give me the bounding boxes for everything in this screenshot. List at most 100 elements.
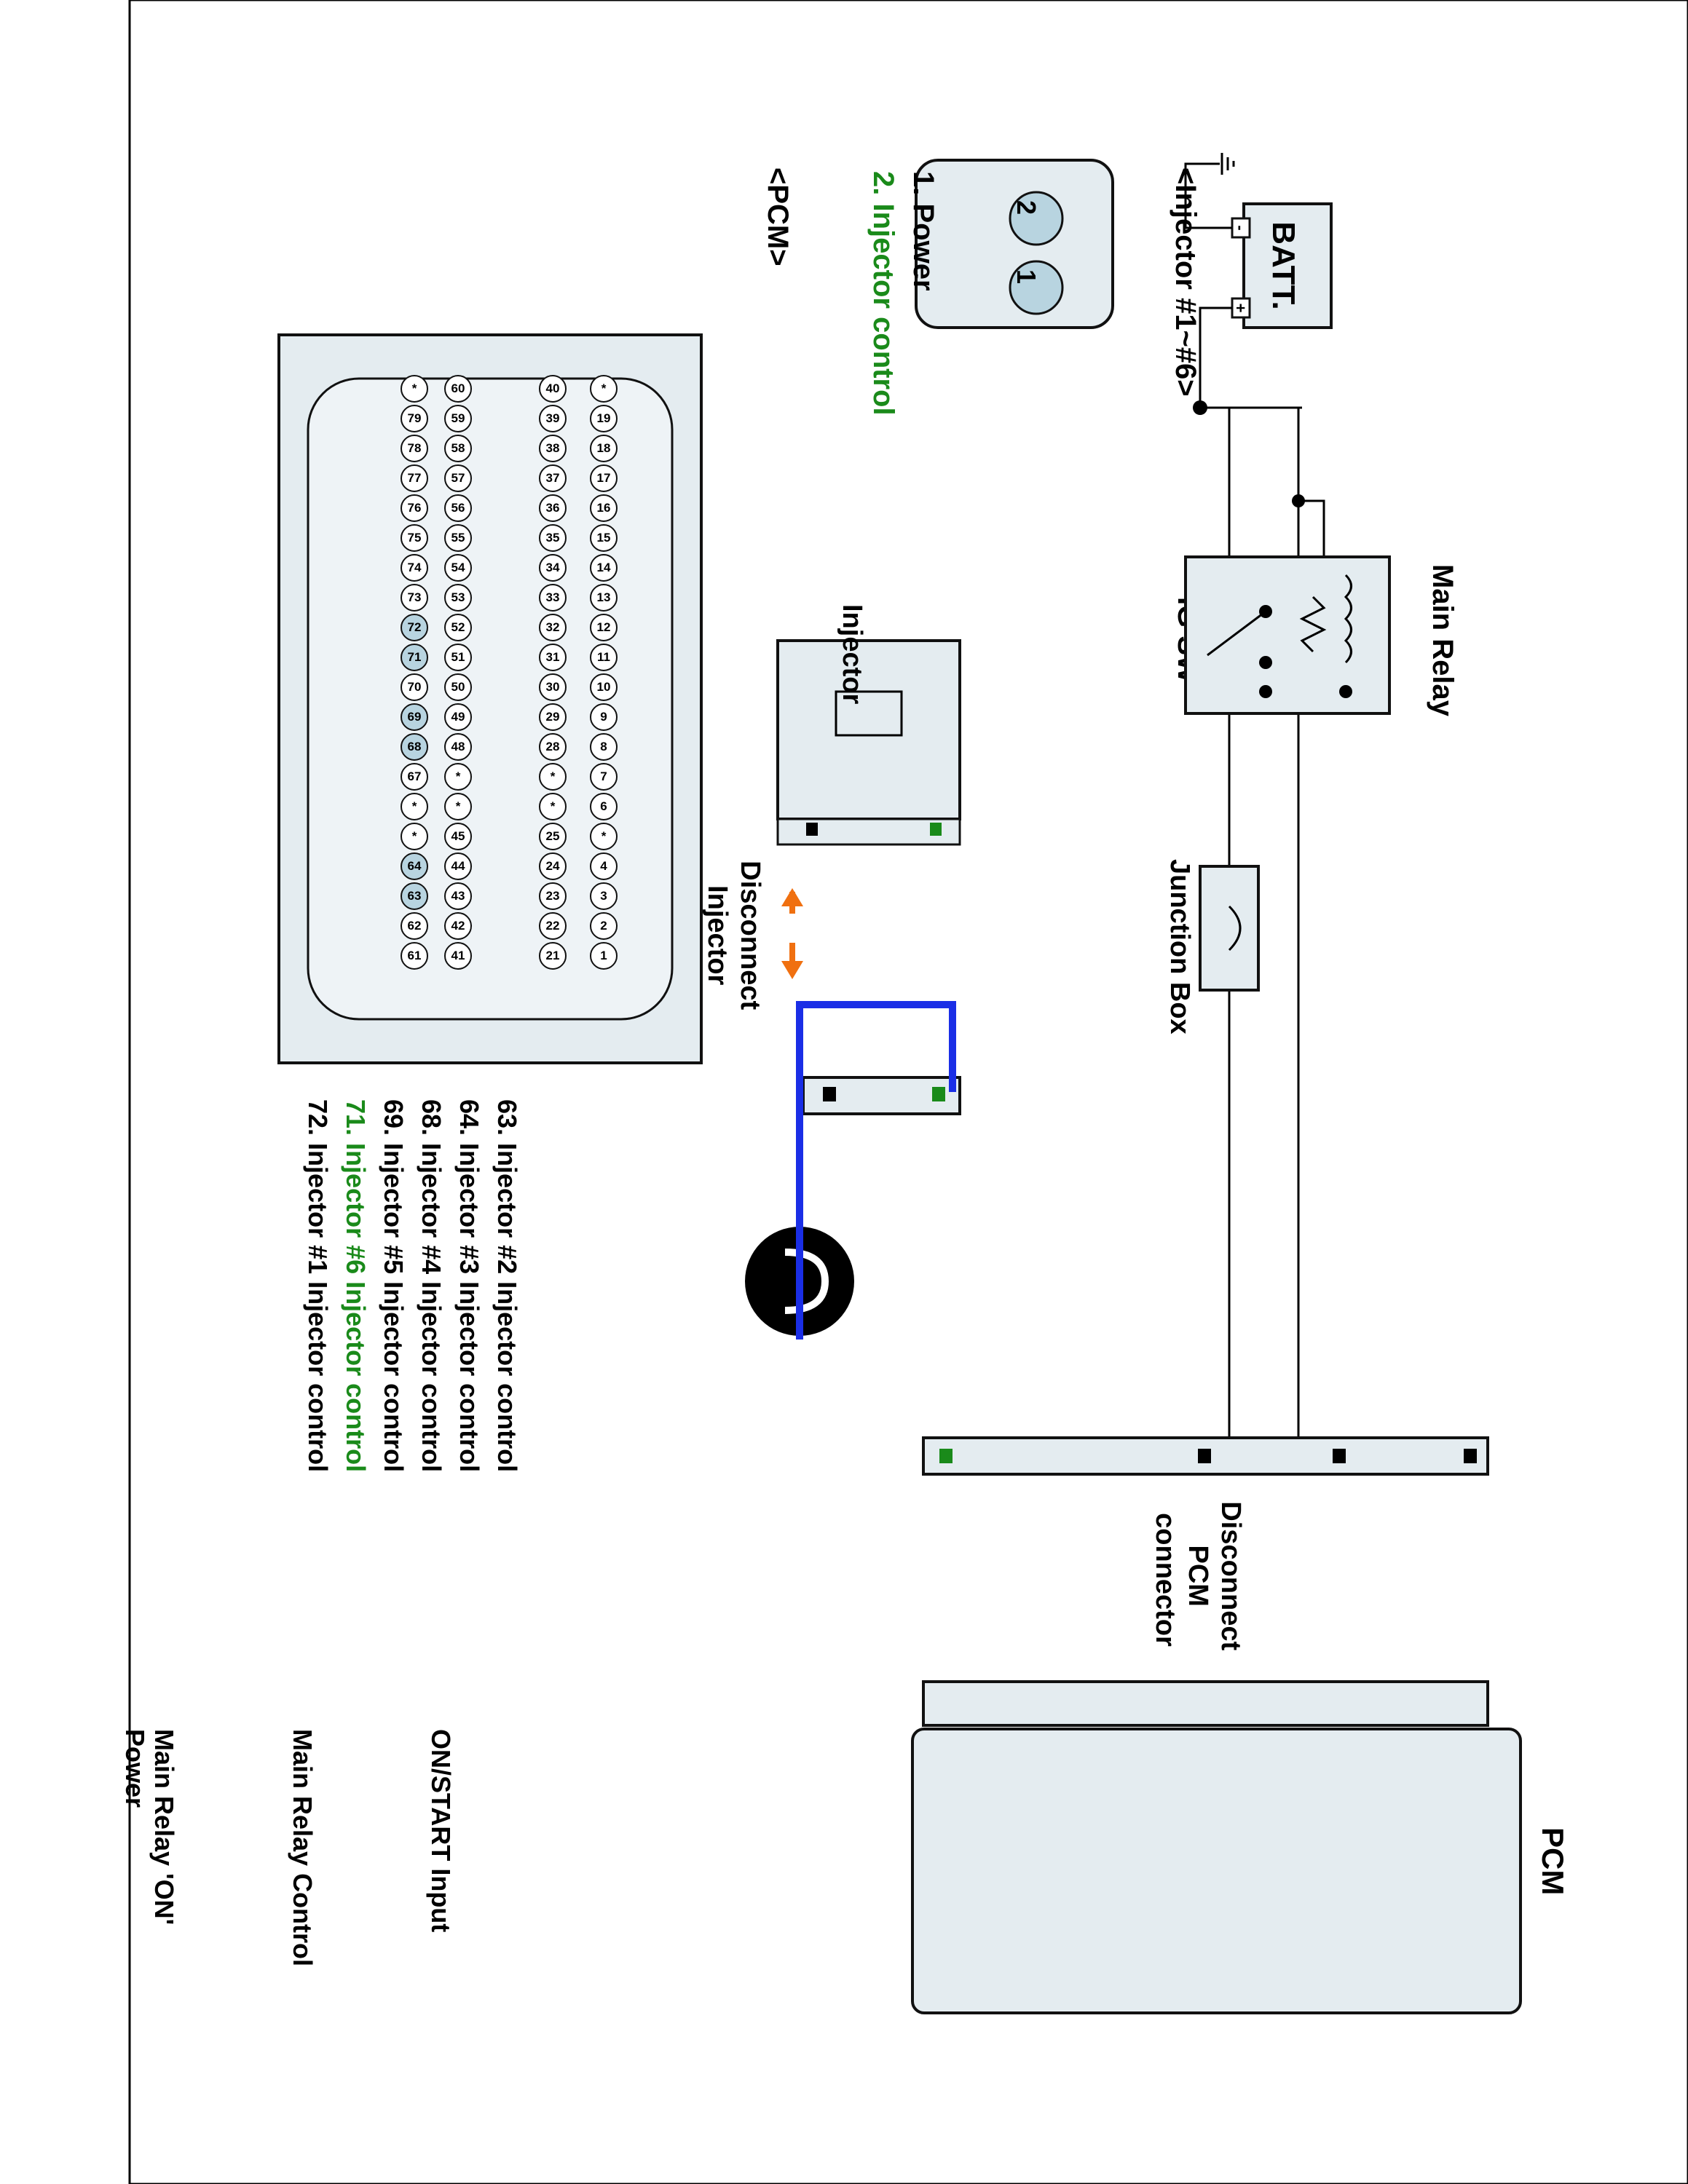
pcm-pin: * (444, 763, 472, 791)
pcm-pin: 57 (444, 464, 472, 492)
junction-box-1-label: Junction Box (1164, 859, 1195, 1034)
pcm-pin: * (539, 763, 567, 791)
pin-list-item: 72. Injector #1 Injector control (303, 1099, 333, 1473)
svg-text:Disconnect PCM: Disconnect PCM connector (1150, 1501, 1246, 1658)
pcm-pin: 74 (401, 554, 428, 582)
pcm-pin: 33 (539, 584, 567, 612)
connector-pin-label-1: 1 (1011, 269, 1041, 285)
pcm-pin: 41 (444, 942, 472, 970)
pcm-pin: 3 (590, 882, 618, 910)
main-relay: Main Relay (1184, 555, 1459, 717)
pcm-box: PCM (911, 1680, 1570, 2014)
page-frame (128, 0, 1688, 2184)
pcm-pin: 72 (401, 614, 428, 641)
injector-symbol: Injector (776, 604, 961, 846)
pcm-pin: 18 (590, 435, 618, 462)
pcm-pin: 28 (539, 733, 567, 761)
pin-list-item: 64. Injector #3 Injector control (454, 1099, 484, 1473)
pin-list-item: 71. Injector #6 Injector control (341, 1099, 371, 1473)
pin-list: 63. Injector #2 Injector control 64. Inje… (299, 1099, 526, 1551)
pcm-pin: 55 (444, 524, 472, 552)
pcm-pin: 58 (444, 435, 472, 462)
pcm-pin: 71 (401, 644, 428, 671)
pcm-pin: 44 (444, 852, 472, 880)
battery-positive-wire (1199, 306, 1232, 408)
pcm-pin: 67 (401, 763, 428, 791)
pcm-pin: 4 (590, 852, 618, 880)
pcm-pin: 59 (444, 405, 472, 432)
pcm-pin: 42 (444, 912, 472, 940)
pcm-pin: 52 (444, 614, 472, 641)
pcm-pin: 37 (539, 464, 567, 492)
pcm-pin: 40 (539, 375, 567, 403)
pcm-pin: 34 (539, 554, 567, 582)
pcm-pin: 30 (539, 673, 567, 701)
pcm-pin: 11 (590, 644, 618, 671)
probe-lead (796, 1001, 956, 1340)
main-relay-label: Main Relay (1427, 564, 1459, 717)
pcm-pin: 24 (539, 852, 567, 880)
pcm-pin: 76 (401, 494, 428, 522)
pcm-pin: 63 (401, 882, 428, 910)
pcm-pin: 69 (401, 703, 428, 731)
pcm-pin: 39 (539, 405, 567, 432)
pcm-pin: 19 (590, 405, 618, 432)
inline-injector-connector (802, 1076, 961, 1115)
pcm-pin: 51 (444, 644, 472, 671)
pcm-terminal-label: ON/START Input (426, 1729, 456, 1933)
pcm-pin: 21 (539, 942, 567, 970)
pcm-pin: 2 (590, 912, 618, 940)
pcm-pin: 75 (401, 524, 428, 552)
pcm-pin: 31 (539, 644, 567, 671)
junction-box-1: Junction Box (1164, 859, 1260, 1034)
pcm-pin: 22 (539, 912, 567, 940)
pcm-pin: 50 (444, 673, 472, 701)
injector-connector-title: <Injector #1~#6> (1170, 167, 1202, 397)
pcm-pin: * (590, 375, 618, 403)
pin-list-item: 69. Injector #5 Injector control (379, 1099, 409, 1473)
pcm-inline-connector (922, 1436, 1489, 1476)
pcm-pin: 6 (590, 793, 618, 820)
pcm-pin: 9 (590, 703, 618, 731)
pcm-pin: 38 (539, 435, 567, 462)
pcm-pin: 1 (590, 942, 618, 970)
pcm-pin: * (401, 793, 428, 820)
pin-list-item: 63. Injector #2 Injector control (492, 1099, 522, 1473)
pcm-pin: 12 (590, 614, 618, 641)
ground-icon (1220, 153, 1235, 175)
pcm-pin: * (539, 793, 567, 820)
pcm-pin: 64 (401, 852, 428, 880)
connector-pin-label-2: 2 (1011, 200, 1041, 215)
pcm-pin: 29 (539, 703, 567, 731)
pcm-pin: 8 (590, 733, 618, 761)
pcm-pin: 60 (444, 375, 472, 403)
pcm-pin: 53 (444, 584, 472, 612)
disconnect-pcm-label: Disconnect PCM connector (1150, 1501, 1246, 1658)
battery: BATT. - + (1231, 202, 1333, 329)
pcm-terminal-label: Main Relay 'ON' Power (120, 1729, 179, 1926)
pin-list-item: 68. Injector #4 Injector control (417, 1099, 446, 1473)
battery-minus: - (1231, 225, 1250, 230)
pcm-pin: 62 (401, 912, 428, 940)
pcm-pin: 73 (401, 584, 428, 612)
pcm-pin: 61 (401, 942, 428, 970)
pcm-pin: 25 (539, 823, 567, 850)
pcm-pin: 79 (401, 405, 428, 432)
injector-connector-face (915, 159, 1114, 329)
pcm-pin: * (401, 823, 428, 850)
pcm-pin: 78 (401, 435, 428, 462)
pcm-pin: 7 (590, 763, 618, 791)
pcm-pin: 14 (590, 554, 618, 582)
ground-wire (1184, 162, 1232, 229)
injector-connector-pin-2: 2. Injector control (867, 171, 899, 416)
battery-plus: + (1231, 304, 1250, 313)
pcm-pin: 54 (444, 554, 472, 582)
pcm-pin: 35 (539, 524, 567, 552)
pcm-pin: 56 (444, 494, 472, 522)
pcm-pin: * (444, 793, 472, 820)
pcm-connector-title: <PCM> (762, 167, 794, 266)
pcm-pin: 15 (590, 524, 618, 552)
pcm-pin: 70 (401, 673, 428, 701)
pcm-pin: 68 (401, 733, 428, 761)
